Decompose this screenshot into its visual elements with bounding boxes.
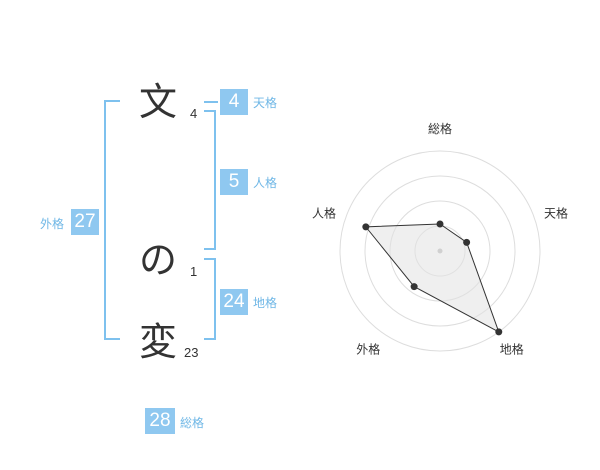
chikaku-value: 24 [220,289,248,315]
jinkaku-bracket-vertical [214,110,216,250]
gaikaku-bracket-top [104,100,120,102]
jinkaku-bracket-top [204,110,216,112]
soukaku-label: 総格 [180,416,205,430]
radar-axis-label-3: 地格 [500,342,524,357]
tenkaku-value: 4 [220,89,248,115]
radar-axis-label-2: 天格 [544,205,568,220]
radar-ring [339,150,541,352]
gaikaku-value: 27 [71,209,99,235]
jinkaku-label: 人格 [253,176,278,190]
radar-ring [364,175,516,327]
soukaku-value: 28 [145,408,175,434]
radar-point-5 [362,223,370,231]
gaikaku-bracket-bottom [104,338,120,340]
jinkaku-bracket-bottom [204,248,216,250]
radar-axis-label-1: 総格 [428,121,452,136]
name-char-3: 変 [138,320,177,364]
radar-point-4 [410,283,418,291]
radar-data-polygon [364,223,500,333]
tenkaku-label: 天格 [253,96,278,110]
radar-point-3 [495,328,503,336]
name-char-1: 文 [138,80,177,124]
chikaku-bracket-top [204,258,216,260]
name-char-2: の [138,238,177,282]
gaikaku-label: 外格 [40,217,65,231]
radar-point-2 [463,238,471,246]
stroke-count-3: 23 [184,345,199,360]
radar-point-1 [436,220,444,228]
tenkaku-connector [204,101,218,103]
jinkaku-value: 5 [220,169,248,195]
radar-axis-label-4: 外格 [356,342,380,357]
radar-axis-label-5: 人格 [312,205,336,220]
chikaku-bracket-bottom [204,338,216,340]
stroke-count-1: 4 [190,106,198,121]
stroke-count-2: 1 [190,264,198,279]
gaikaku-bracket-vertical [104,100,106,340]
radar-points [362,220,503,336]
chikaku-label: 地格 [253,296,278,310]
chikaku-bracket-vertical [214,258,216,340]
